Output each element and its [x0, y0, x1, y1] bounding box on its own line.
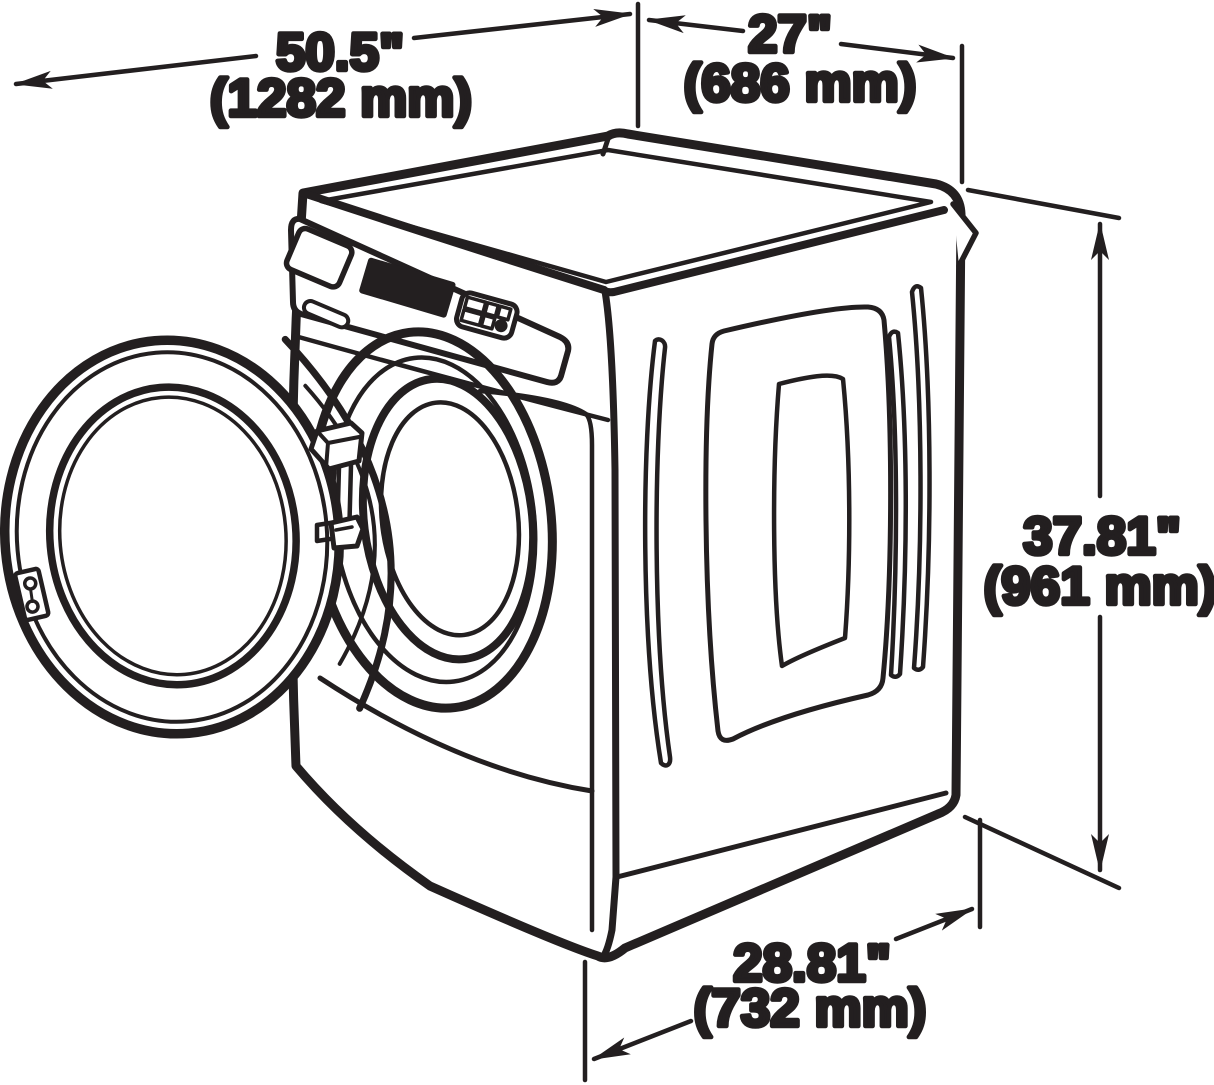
dim-line: [646, 15, 746, 34]
emboss-right-sliver-2: [909, 283, 932, 672]
open-door: [0, 335, 395, 739]
display-screen: [359, 257, 456, 318]
dim-label-inches: 28.81": [733, 934, 891, 993]
emboss-left-sliver: [642, 337, 673, 768]
side-bottom-seam: [614, 790, 949, 880]
top-rim-inset: [318, 147, 934, 285]
extension-line-height-bottom: [962, 814, 1122, 891]
dim-label-metric: (732 mm): [694, 979, 927, 1038]
front-right-corner-edge: [599, 287, 620, 961]
door-edge-inner: [303, 383, 377, 666]
dim-line: [591, 1018, 694, 1062]
dim-line: [893, 906, 975, 942]
emboss-inner-lens: [771, 373, 852, 669]
door-window: [45, 383, 300, 689]
dim-door-open-width: 50.5" (1282 mm): [13, 9, 633, 130]
button-4: [479, 313, 497, 331]
dim-label-inches: 50.5": [276, 23, 404, 82]
door-edge-thickness: [281, 335, 395, 712]
button-wide-2: [459, 307, 485, 328]
extension-line-height-top: [965, 187, 1122, 221]
dim-line: [411, 9, 633, 41]
button-wide-1: [462, 295, 488, 315]
door-window-rim: [57, 395, 288, 677]
drum-inner-ring: [378, 400, 522, 638]
dispenser-handle: [301, 299, 351, 330]
door-hinge-lower: [328, 514, 366, 551]
dim-label-inches: 27": [748, 5, 832, 64]
dim-height: 37.81" (961 mm): [981, 221, 1214, 873]
top-lip-corner-flap: [950, 201, 979, 269]
dim-label-metric: (961 mm): [984, 557, 1214, 616]
side-panel-emboss: [642, 283, 932, 768]
door-hinges: [308, 420, 366, 551]
dim-base-depth: 28.81" (732 mm): [591, 906, 975, 1062]
dim-label-metric: (686 mm): [684, 54, 917, 113]
emboss-right-sliver-1: [886, 329, 909, 679]
dim-label-metric: (1282 mm): [210, 69, 472, 128]
button-panel: [453, 290, 520, 341]
round-button: [494, 319, 508, 333]
door-latch: [13, 566, 51, 623]
button-3: [495, 304, 513, 322]
dispenser-drawer: [283, 225, 355, 290]
door-hinge-upper-fold: [315, 429, 361, 470]
dimension-annotations: 50.5" (1282 mm) 27" (686 mm) 37.81" (961…: [13, 1, 1214, 1083]
dim-top-depth: 27" (686 mm): [646, 3, 956, 115]
door-hinge-lower-fold: [334, 525, 354, 532]
kick-plate-seam: [317, 675, 595, 794]
button-2: [483, 301, 501, 319]
hinge-catch-bracket: [314, 520, 333, 544]
dim-label-inches: 37.81": [1023, 507, 1181, 566]
washer-illustration: [0, 128, 979, 963]
dim-line: [838, 41, 956, 63]
dim-line: [13, 53, 259, 89]
door-latch-slot: [29, 588, 34, 603]
control-panel: [283, 215, 572, 386]
